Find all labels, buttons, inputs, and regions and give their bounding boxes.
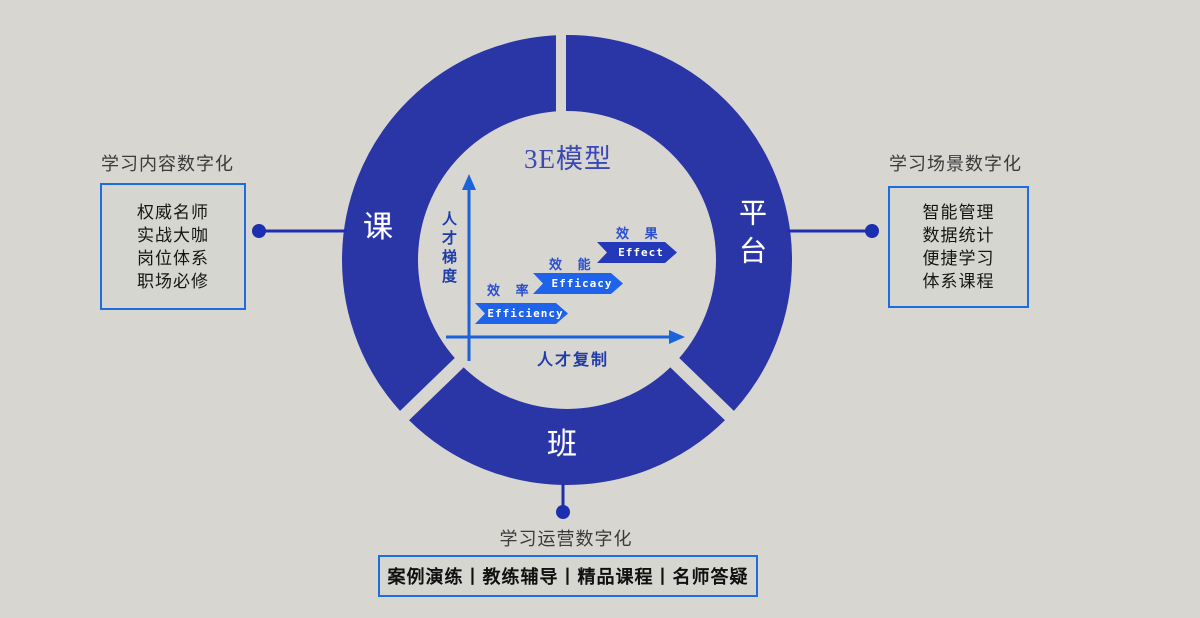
left-panel-item: 权威名师	[137, 202, 209, 222]
ring-segment-label-platform: 平台	[735, 198, 766, 274]
level-efficiency-zh-label: 效 率	[487, 283, 530, 298]
connector-bottom-dot	[556, 505, 570, 519]
left-panel-item: 岗位体系	[137, 248, 209, 268]
model-axes	[446, 186, 672, 361]
ring-gap-lower-left	[396, 355, 467, 424]
right-panel-item: 体系课程	[922, 272, 995, 291]
level-efficiency-arrow: Efficiency	[475, 303, 568, 324]
x-axis-arrowhead	[669, 330, 685, 344]
right-panel-title: 学习场景数字化	[889, 154, 1022, 174]
connector-dots	[252, 224, 879, 519]
level-efficacy-arrow: Efficacy	[533, 273, 623, 294]
ring-gap-lower-right	[667, 355, 738, 424]
ring-segment-label-course: 课	[363, 211, 393, 244]
left-panel-box: 权威名师 实战大咖 岗位体系 职场必修	[100, 183, 246, 310]
y-axis-label: 人才梯度	[440, 211, 457, 287]
level-effect-arrow: Effect	[597, 242, 677, 263]
y-axis-arrowhead	[462, 174, 476, 190]
right-panel-box: 智能管理 数据统计 便捷学习 体系课程	[888, 186, 1029, 308]
bottom-panel-text: 案例演练丨教练辅导丨精品课程丨名师答疑	[387, 567, 749, 587]
right-panel-item: 数据统计	[922, 226, 995, 245]
x-axis-label: 人才复制	[537, 352, 610, 369]
ring-segment-label-class: 班	[547, 428, 577, 461]
left-panel-item: 职场必修	[137, 271, 209, 291]
donut-ring	[342, 35, 792, 485]
left-panel-item: 实战大咖	[137, 225, 209, 245]
level-effect-zh-label: 效 果	[616, 226, 659, 241]
bottom-panel-box: 案例演练丨教练辅导丨精品课程丨名师答疑	[378, 555, 758, 597]
model-title: 3E模型	[524, 144, 612, 174]
level-efficacy-zh-label: 效 能	[549, 257, 592, 272]
right-panel-item: 便捷学习	[922, 249, 995, 268]
right-panel-item: 智能管理	[922, 203, 995, 222]
left-panel-title: 学习内容数字化	[101, 154, 234, 174]
connector-left-dot	[252, 224, 266, 238]
connector-right-dot	[865, 224, 879, 238]
bottom-panel-title: 学习运营数字化	[499, 529, 633, 549]
